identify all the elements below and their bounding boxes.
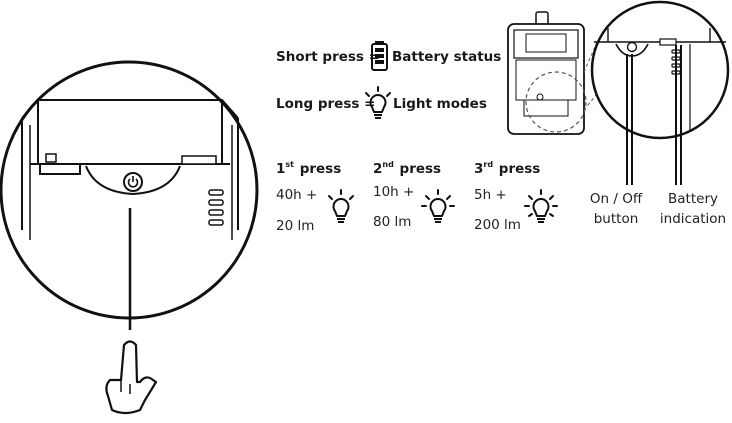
long-press-label: Long press = [276,96,376,112]
on-off-callout-line1: On / Off [589,191,643,207]
device-overview [507,11,601,135]
battery-icon [371,41,388,71]
on-off-callout: On / Off button [580,189,652,229]
bulb-icon [328,189,354,223]
press-2-runtime: 10h + [373,184,415,200]
press-2-lumens: 80 lm [373,214,412,230]
press-1-runtime: 40h + [276,187,318,203]
bulb-icon [365,86,391,119]
short-press-label: Short press = [276,49,380,65]
hand-pointer-icon [105,340,158,415]
press-2-heading: 2nd press [373,160,442,177]
bulb-icon [524,189,558,223]
long-press-result: Light modes [393,96,487,112]
press-1-lumens: 20 lm [276,218,315,234]
press-3-heading: 3rd press [474,160,541,177]
on-off-callout-line2: button [593,211,639,227]
battery-callout-line1: Battery [668,191,718,207]
press-1-heading: 1st press [276,160,342,177]
short-press-result: Battery status [392,49,502,65]
magnified-indicator-view [590,0,730,185]
battery-leds [208,189,224,226]
press-3-runtime: 5h + [474,187,507,203]
press-3-lumens: 200 lm [474,217,521,233]
battery-callout: Battery indication [656,189,730,229]
battery-callout-line2: indication [659,211,727,227]
bulb-icon [421,189,455,223]
power-icon[interactable] [123,172,143,192]
